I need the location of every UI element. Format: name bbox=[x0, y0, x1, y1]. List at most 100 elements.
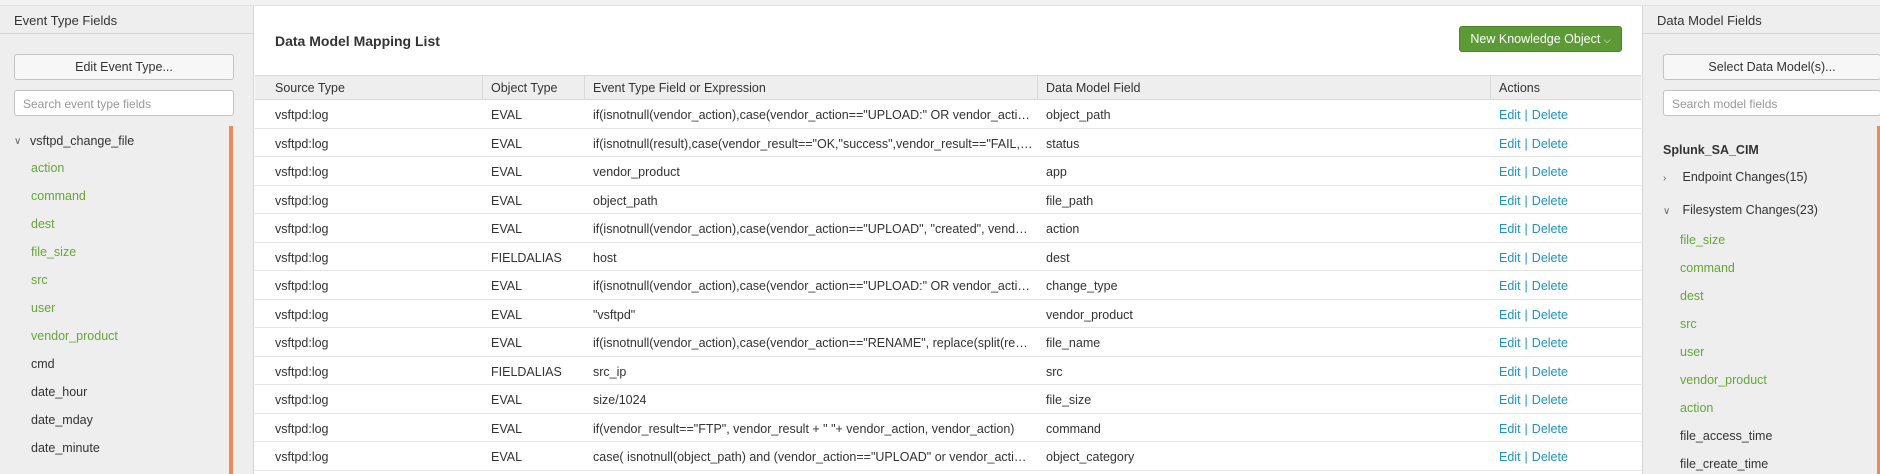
delete-link[interactable]: Delete bbox=[1531, 136, 1568, 151]
action-separator: | bbox=[1524, 279, 1528, 293]
model-field-item[interactable]: user bbox=[1680, 345, 1705, 359]
event-field-item[interactable]: vendor_product bbox=[31, 329, 118, 343]
cell-source-type: vsftpd:log bbox=[275, 364, 329, 379]
cell-expression: if(isnotnull(vendor_action),case(vendor_… bbox=[593, 222, 1033, 236]
column-divider bbox=[584, 76, 585, 100]
action-separator: | bbox=[1524, 136, 1528, 151]
edit-link[interactable]: Edit bbox=[1499, 108, 1521, 122]
event-field-item[interactable]: dest bbox=[31, 217, 55, 231]
event-field-item[interactable]: date_mday bbox=[31, 413, 93, 427]
model-field-item[interactable]: src bbox=[1680, 317, 1697, 331]
cell-expression: if(isnotnull(vendor_action),case(vendor_… bbox=[593, 108, 1033, 122]
data-model-name: Splunk_SA_CIM bbox=[1663, 143, 1759, 157]
column-header-source-type[interactable]: Source Type bbox=[275, 81, 345, 95]
event-field-item[interactable]: file_size bbox=[31, 245, 77, 259]
event-field-item[interactable]: date_hour bbox=[31, 385, 88, 399]
cell-actions: Edit|Delete bbox=[1499, 165, 1619, 179]
model-field-item[interactable]: file_size bbox=[1680, 233, 1726, 247]
edit-link[interactable]: Edit bbox=[1499, 193, 1521, 208]
tree-node-vsftpd-change-file[interactable]: ∨ vsftpd_change_file bbox=[14, 134, 134, 148]
tree-node-label: Filesystem Changes(23) bbox=[1682, 203, 1818, 217]
event-field-item[interactable]: action bbox=[31, 161, 65, 175]
chevron-right-icon: › bbox=[1663, 173, 1667, 184]
action-separator: | bbox=[1524, 165, 1528, 179]
edit-link[interactable]: Edit bbox=[1499, 336, 1521, 350]
chevron-down-icon: ∨ bbox=[1663, 206, 1671, 217]
edit-link[interactable]: Edit bbox=[1499, 393, 1521, 407]
delete-link[interactable]: Delete bbox=[1531, 364, 1568, 379]
cell-object-type: FIELDALIAS bbox=[491, 364, 562, 379]
new-knowledge-object-button[interactable]: New Knowledge Object ⌵ bbox=[1459, 26, 1622, 52]
column-header-event-type-field[interactable]: Event Type Field or Expression bbox=[593, 81, 766, 95]
event-field-item[interactable]: date_minute bbox=[31, 441, 100, 455]
search-model-fields-input[interactable]: Search model fields bbox=[1663, 90, 1880, 116]
edit-link[interactable]: Edit bbox=[1499, 165, 1521, 179]
model-field-item[interactable]: file_create_time bbox=[1680, 457, 1769, 471]
cell-source-type: vsftpd:log bbox=[275, 250, 329, 265]
delete-link[interactable]: Delete bbox=[1531, 108, 1568, 122]
select-data-models-button[interactable]: Select Data Model(s)... bbox=[1663, 54, 1880, 80]
right-scrollbar[interactable] bbox=[1877, 126, 1880, 474]
event-field-item[interactable]: user bbox=[31, 301, 56, 315]
cell-data-model-field: status bbox=[1046, 136, 1080, 151]
cell-object-type: EVAL bbox=[491, 421, 523, 436]
column-divider bbox=[1490, 76, 1491, 100]
cell-data-model-field: dest bbox=[1046, 250, 1070, 265]
cell-object-type: EVAL bbox=[491, 193, 523, 208]
event-field-item[interactable]: src bbox=[31, 273, 48, 287]
tree-node-endpoint-changes[interactable]: › Endpoint Changes(15) bbox=[1663, 170, 1808, 184]
edit-link[interactable]: Edit bbox=[1499, 307, 1521, 322]
delete-link[interactable]: Delete bbox=[1531, 193, 1568, 208]
delete-link[interactable]: Delete bbox=[1531, 336, 1568, 350]
search-event-type-fields-input[interactable]: Search event type fields bbox=[14, 90, 234, 116]
action-separator: | bbox=[1524, 222, 1528, 236]
column-header-data-model-field[interactable]: Data Model Field bbox=[1046, 81, 1141, 95]
cell-data-model-field: file_path bbox=[1046, 193, 1094, 208]
mapping-table: Source Type Object Type Event Type Field… bbox=[255, 75, 1641, 471]
model-field-item[interactable]: action bbox=[1680, 401, 1714, 415]
delete-link[interactable]: Delete bbox=[1531, 421, 1568, 436]
cell-actions: Edit|Delete bbox=[1499, 222, 1619, 236]
delete-link[interactable]: Delete bbox=[1531, 307, 1568, 322]
new-knowledge-object-label: New Knowledge Object bbox=[1470, 32, 1601, 46]
edit-link[interactable]: Edit bbox=[1499, 450, 1521, 464]
edit-link[interactable]: Edit bbox=[1499, 136, 1521, 151]
model-field-item[interactable]: file_access_time bbox=[1680, 429, 1773, 443]
cell-expression: object_path bbox=[593, 193, 658, 208]
model-field-item[interactable]: command bbox=[1680, 261, 1735, 275]
edit-link[interactable]: Edit bbox=[1499, 250, 1521, 265]
cell-actions: Edit|Delete bbox=[1499, 450, 1619, 464]
delete-link[interactable]: Delete bbox=[1531, 165, 1568, 179]
cell-source-type: vsftpd:log bbox=[275, 193, 329, 208]
event-field-item[interactable]: command bbox=[31, 189, 86, 203]
cell-object-type: EVAL bbox=[491, 307, 523, 322]
delete-link[interactable]: Delete bbox=[1531, 279, 1568, 293]
action-separator: | bbox=[1524, 250, 1528, 265]
delete-link[interactable]: Delete bbox=[1531, 393, 1568, 407]
edit-link[interactable]: Edit bbox=[1499, 222, 1521, 236]
chevron-down-icon: ⌵ bbox=[1603, 35, 1611, 45]
cell-data-model-field: change_type bbox=[1046, 279, 1118, 293]
event-field-item[interactable]: cmd bbox=[31, 357, 55, 371]
left-scrollbar[interactable] bbox=[229, 126, 233, 474]
tree-node-filesystem-changes[interactable]: ∨ Filesystem Changes(23) bbox=[1663, 203, 1818, 217]
delete-link[interactable]: Delete bbox=[1531, 222, 1568, 236]
column-header-object-type[interactable]: Object Type bbox=[491, 81, 558, 95]
cell-source-type: vsftpd:log bbox=[275, 165, 329, 179]
edit-link[interactable]: Edit bbox=[1499, 364, 1521, 379]
edit-event-type-button[interactable]: Edit Event Type... bbox=[14, 54, 234, 80]
model-field-item[interactable]: dest bbox=[1680, 289, 1704, 303]
cell-object-type: EVAL bbox=[491, 108, 523, 122]
delete-link[interactable]: Delete bbox=[1531, 450, 1568, 464]
edit-link[interactable]: Edit bbox=[1499, 421, 1521, 436]
edit-link[interactable]: Edit bbox=[1499, 279, 1521, 293]
model-field-item[interactable]: vendor_product bbox=[1680, 373, 1767, 387]
delete-link[interactable]: Delete bbox=[1531, 250, 1568, 265]
